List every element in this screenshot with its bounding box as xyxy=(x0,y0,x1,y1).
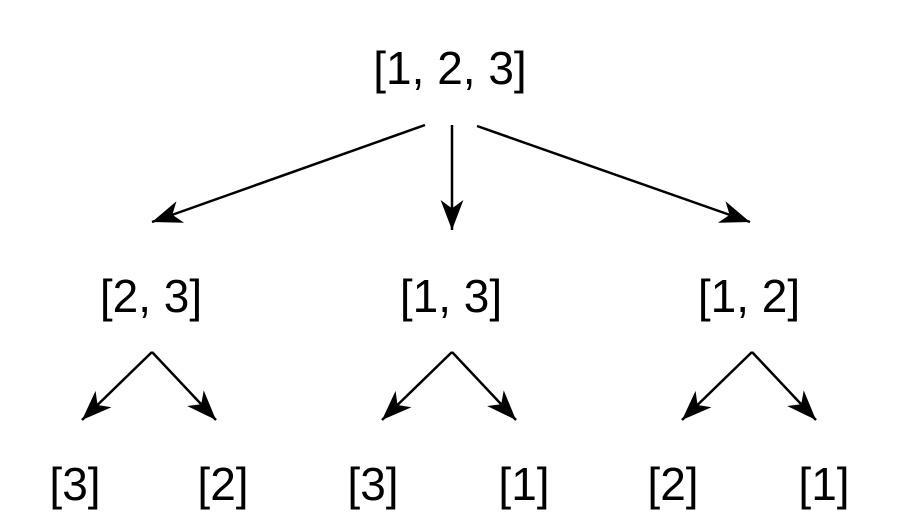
edge-23-to-3 xyxy=(81,351,153,421)
edge-13-to-3 xyxy=(381,351,453,421)
leaf-2-under-12: [2] xyxy=(647,458,699,510)
node-root: [1, 2, 3] xyxy=(373,42,527,94)
edge-12-to-2 xyxy=(681,351,753,421)
edge-23-to-2 xyxy=(151,351,217,421)
edge-12-to-1 xyxy=(751,351,817,421)
leaf-3-under-13: [3] xyxy=(347,458,399,510)
edge-root-to-12 xyxy=(476,124,751,224)
node-child-12: [1, 2] xyxy=(697,270,801,322)
node-child-13: [1, 3] xyxy=(399,270,503,322)
node-child-23: [2, 3] xyxy=(99,270,203,322)
leaf-3-under-23: [3] xyxy=(49,458,101,510)
edge-root-to-23 xyxy=(151,123,426,224)
leaf-2-under-23: [2] xyxy=(197,458,249,510)
leaf-1-under-13: [1] xyxy=(498,458,550,510)
leaf-1-under-12: [1] xyxy=(798,458,850,510)
edge-13-to-1 xyxy=(451,351,517,421)
